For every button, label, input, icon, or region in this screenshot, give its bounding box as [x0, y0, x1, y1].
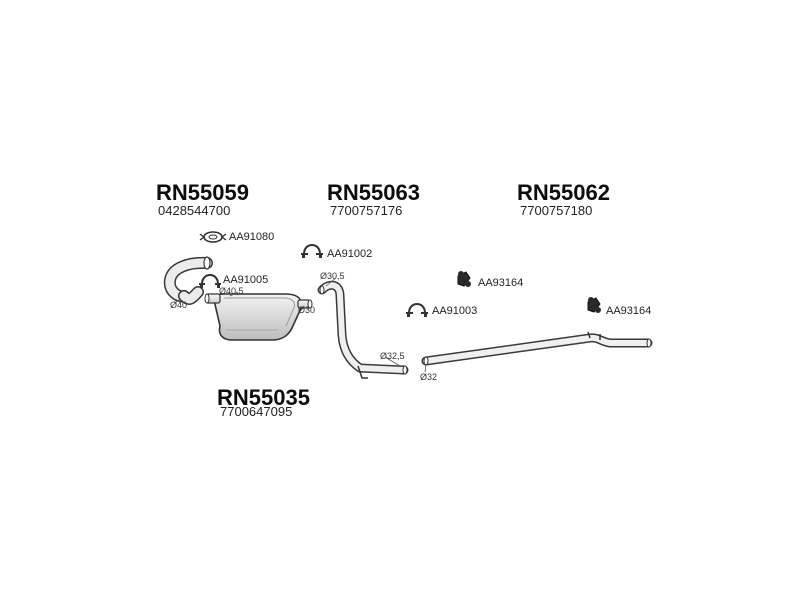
- dim-label-d32: Ø32: [420, 372, 438, 382]
- clamp-aa91002-shape: [301, 244, 323, 258]
- leader-lines: [174, 277, 427, 373]
- oem-number-rn55035: 7700647095: [220, 404, 293, 419]
- kit-code-rn55063: RN55063: [327, 180, 420, 205]
- oem-number-rn55059: 0428544700: [158, 203, 231, 218]
- part-label-aa91002: AA91002: [327, 248, 373, 260]
- middle-pipe: [317, 280, 409, 379]
- oem-number-rn55063: 7700757176: [330, 203, 403, 218]
- dim-label-d40: Ø40: [170, 300, 188, 310]
- part-label-aa91080: AA91080: [229, 231, 275, 243]
- clamp-aa91003-shape: [406, 303, 428, 317]
- dim-label-d30-5: Ø30,5: [320, 271, 345, 281]
- kit-code-rn55062: RN55062: [517, 180, 610, 205]
- front-pipe: [163, 256, 213, 305]
- rubber-mount-a-shape: [457, 271, 471, 287]
- rear-muffler: [204, 293, 313, 341]
- clamp-aa91005-shape: [199, 274, 221, 288]
- clamp-aa91080-shape: [199, 231, 227, 243]
- rubber-mount-b-shape: [587, 297, 601, 313]
- part-label-aa93164-a: AA93164: [478, 277, 524, 289]
- part-label-aa91003: AA91003: [432, 305, 478, 317]
- kit-code-rn55035: RN55035: [217, 385, 310, 410]
- tail-pipe: [421, 331, 653, 366]
- kit-code-rn55059: RN55059: [156, 180, 249, 205]
- dim-label-d40-5: Ø40,5: [219, 286, 244, 296]
- dim-label-d30: Ø30: [298, 305, 316, 315]
- part-label-aa91005: AA91005: [223, 274, 269, 286]
- oem-number-rn55062: 7700757180: [520, 203, 593, 218]
- dim-label-d32-5: Ø32,5: [380, 351, 405, 361]
- part-label-aa93164-b: AA93164: [606, 305, 652, 317]
